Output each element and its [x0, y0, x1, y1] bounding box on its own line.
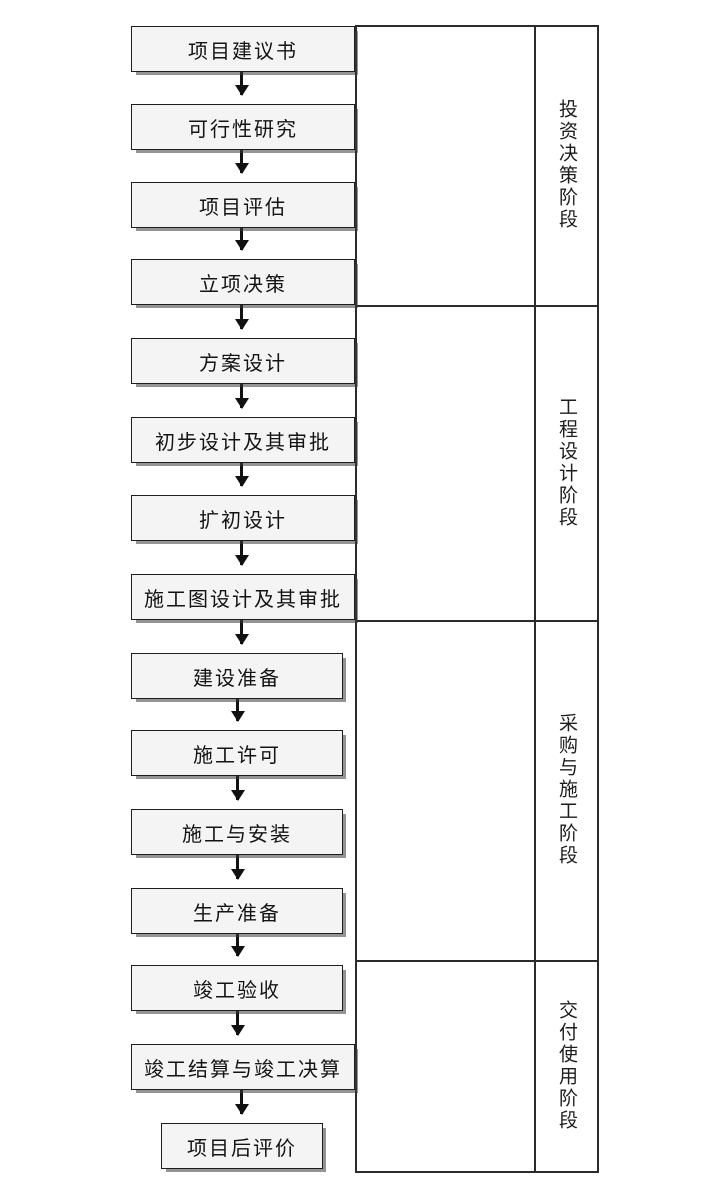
process-box-label: 生产准备 [193, 902, 281, 925]
process-box-n12[interactable]: 生产准备 [131, 888, 343, 934]
phase-label: 交付使用阶段 [556, 999, 578, 1132]
process-box-label: 施工图设计及其审批 [144, 588, 342, 611]
process-box-label: 建设准备 [193, 667, 281, 690]
process-box-n9[interactable]: 建设准备 [131, 653, 343, 699]
process-box-n4[interactable]: 立项决策 [131, 259, 355, 305]
process-box-label: 扩初设计 [199, 509, 287, 532]
phase-label: 投资决策阶段 [556, 99, 578, 231]
process-box-n14[interactable]: 竣工结算与竣工决算 [131, 1044, 355, 1090]
process-box-n3[interactable]: 项目评估 [131, 182, 355, 228]
process-box-n13[interactable]: 竣工验收 [131, 965, 343, 1011]
arrow-connector-7 [240, 541, 243, 565]
process-box-label: 方案设计 [199, 352, 287, 375]
process-box-label: 项目评估 [199, 196, 287, 219]
process-box-n10[interactable]: 施工许可 [131, 730, 343, 776]
process-box-label: 初步设计及其审批 [155, 431, 331, 454]
process-box-n5[interactable]: 方案设计 [131, 338, 355, 384]
table-top-border [355, 25, 597, 27]
process-box-n7[interactable]: 扩初设计 [131, 495, 355, 541]
arrow-connector-11 [236, 855, 239, 879]
process-box-n1[interactable]: 项目建议书 [131, 26, 355, 72]
phase-label: 采购与施工阶段 [556, 713, 578, 867]
phase-divider-1 [355, 305, 597, 307]
arrow-connector-13 [236, 1011, 239, 1035]
arrow-connector-3 [240, 228, 243, 250]
process-box-n15[interactable]: 项目后评价 [161, 1123, 323, 1169]
table-bottom-border [355, 1171, 597, 1173]
process-box-label: 竣工结算与竣工决算 [144, 1058, 342, 1081]
arrow-connector-6 [240, 463, 243, 486]
arrow-connector-10 [236, 776, 239, 800]
process-box-label: 立项决策 [199, 273, 287, 296]
process-box-label: 可行性研究 [188, 118, 298, 141]
process-box-label: 施工与安装 [182, 823, 292, 846]
process-box-label: 项目后评价 [187, 1137, 297, 1160]
arrow-connector-8 [240, 620, 243, 644]
phase-cell-p4: 交付使用阶段 [536, 960, 597, 1171]
arrow-connector-12 [236, 934, 239, 956]
process-box-label: 项目建议书 [188, 40, 298, 63]
arrow-connector-5 [240, 384, 243, 408]
process-box-n8[interactable]: 施工图设计及其审批 [131, 574, 355, 620]
phase-cell-p3: 采购与施工阶段 [536, 620, 597, 960]
phase-label: 工程设计阶段 [556, 396, 578, 529]
phase-cell-p1: 投资决策阶段 [536, 25, 597, 305]
table-right-border [597, 25, 599, 1173]
arrow-connector-14 [240, 1090, 243, 1114]
table-left-border [355, 25, 357, 1171]
phase-divider-3 [355, 960, 597, 962]
arrow-connector-9 [236, 699, 239, 721]
arrow-connector-1 [240, 72, 243, 95]
process-box-label: 施工许可 [193, 744, 281, 767]
process-box-n11[interactable]: 施工与安装 [131, 809, 343, 855]
table-middle-border [534, 25, 536, 1171]
arrow-connector-4 [240, 305, 243, 329]
phase-divider-2 [355, 620, 597, 622]
process-box-n2[interactable]: 可行性研究 [131, 104, 355, 150]
process-box-n6[interactable]: 初步设计及其审批 [131, 417, 355, 463]
process-box-label: 竣工验收 [193, 979, 281, 1002]
arrow-connector-2 [240, 150, 243, 173]
phase-cell-p2: 工程设计阶段 [536, 305, 597, 620]
